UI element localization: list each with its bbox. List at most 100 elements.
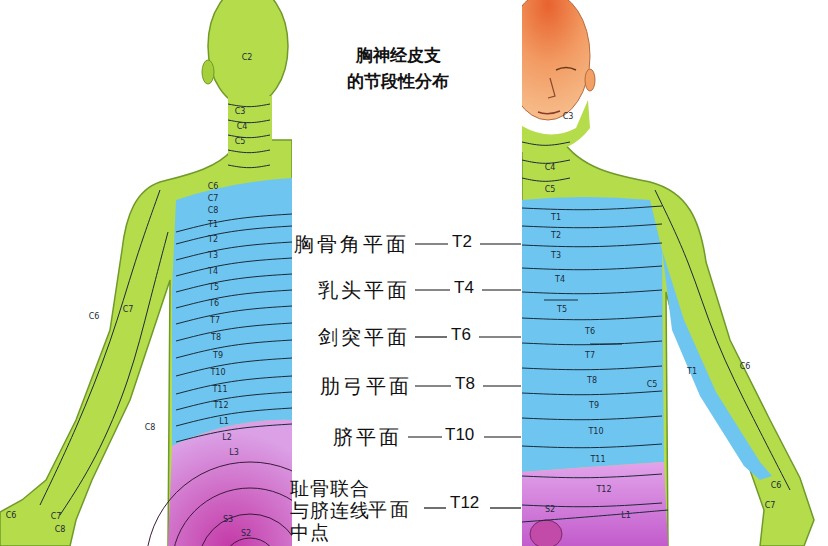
dermatome-line — [522, 160, 570, 163]
dermatome-label: T10 — [210, 369, 225, 377]
label-anchor: T1 — [687, 368, 697, 376]
label-anchor: C3 — [235, 108, 246, 116]
dermatome-line — [176, 226, 292, 244]
label-anchor: T4 — [555, 276, 565, 284]
dermatome-line — [176, 358, 292, 376]
level-name: 耻骨联合 与脐连线 中点 — [290, 477, 380, 543]
label-anchor: C7 — [51, 513, 62, 521]
label-anchor: C2 — [242, 54, 253, 62]
label-anchor: C7 — [208, 195, 219, 203]
dermatome-label: T1 — [687, 368, 697, 376]
label-anchor: T8 — [211, 334, 221, 342]
front-ear — [585, 69, 595, 91]
dermatome-line — [60, 232, 168, 515]
dermatome-label: C8 — [55, 526, 66, 534]
dermatome-line — [176, 340, 292, 358]
dermatome-line — [522, 224, 662, 228]
label-anchor: 平面 — [368, 497, 412, 523]
dermatome-label: T5 — [209, 284, 219, 292]
label-anchor: C5 — [647, 381, 658, 389]
label-anchor: T10 — [210, 369, 225, 377]
segment-number: T10 — [445, 425, 474, 445]
dermatome-label: T11 — [212, 386, 227, 394]
leader-line — [415, 243, 448, 244]
dermatome-label: C5 — [545, 186, 556, 194]
segment-number: T12 — [450, 493, 479, 513]
dermatome-label: C6 — [740, 363, 751, 371]
label-anchor: T10 — [445, 425, 474, 445]
label-anchor: S3 — [223, 516, 233, 524]
dermatome-line — [522, 178, 570, 181]
sacral-ring — [198, 514, 302, 546]
diagram-title: 胸神经皮支 的节段性分布 — [333, 42, 463, 94]
dermatome-label: L3 — [229, 449, 239, 457]
front-arm-zone — [662, 250, 772, 480]
dermatome-label: C7 — [765, 502, 776, 510]
dermatome-line — [176, 392, 292, 410]
dermatome-label: C6 — [771, 482, 782, 490]
back-neck — [228, 96, 272, 156]
dermatome-label: C5 — [235, 138, 246, 146]
leader-line — [408, 436, 442, 437]
dermatome-line — [176, 214, 292, 232]
label-anchor: L1 — [219, 418, 229, 426]
dermatome-line — [176, 376, 292, 394]
label-anchor: T6 — [451, 325, 471, 345]
leader-line — [490, 507, 521, 508]
dermatome-label: T12 — [213, 402, 228, 410]
level-name: 脐平面 — [333, 424, 402, 451]
leader-line — [483, 385, 521, 386]
dermatome-line — [522, 316, 662, 320]
label-anchor: C4 — [237, 123, 248, 131]
dermatome-label: C7 — [208, 195, 219, 203]
dermatome-label: S2 — [545, 506, 555, 514]
label-anchor: 胸骨角平面 — [294, 231, 409, 258]
dermatome-label: T7 — [210, 317, 220, 325]
dermatome-line — [228, 104, 270, 107]
label-anchor: 乳头平面 — [318, 277, 410, 304]
dermatome-label: C5 — [647, 381, 658, 389]
dermatome-line — [522, 503, 662, 507]
dermatome-line — [522, 510, 668, 522]
dermatome-label: C3 — [563, 113, 574, 121]
dermatome-line — [655, 190, 790, 490]
label-anchor: T8 — [455, 374, 475, 394]
back-ear — [202, 60, 214, 84]
dermatome-line — [522, 341, 662, 345]
dermatome-line — [522, 243, 662, 247]
dermatome-line — [40, 190, 160, 505]
segment-number: T4 — [454, 278, 474, 298]
dermatome-label: T4 — [208, 268, 218, 276]
label-anchor: T2 — [551, 232, 561, 240]
front-genital — [530, 520, 562, 546]
dermatome-label: T6 — [209, 300, 219, 308]
level-name: 剑突平面 — [318, 324, 410, 351]
dermatome-label: T3 — [551, 252, 561, 260]
level-name: 乳头平面 — [318, 277, 410, 304]
dermatome-label: C7 — [51, 513, 62, 521]
dermatome-label: C3 — [235, 108, 246, 116]
dermatome-line — [176, 258, 292, 276]
dermatome-label: T11 — [590, 456, 605, 464]
label-anchor: C5 — [235, 138, 246, 146]
dermatome-label: C8 — [145, 424, 156, 432]
dermatome-line — [522, 290, 662, 294]
dermatome-line — [228, 150, 270, 153]
label-anchor: C6 — [89, 313, 100, 321]
label-anchor: T12 — [450, 493, 479, 513]
leader-line — [415, 289, 450, 290]
front-mouth — [538, 111, 560, 114]
label-anchor: T2 — [452, 232, 472, 252]
leader-line — [415, 336, 447, 337]
dermatome-line — [522, 206, 662, 210]
label-anchor: T1 — [208, 221, 218, 229]
label-anchor: C6 — [740, 363, 751, 371]
label-anchor: T5 — [209, 284, 219, 292]
dermatome-line — [522, 391, 662, 395]
label-anchor: 剑突平面 — [318, 324, 410, 351]
dermatome-label: T5 — [557, 306, 567, 314]
center-panel — [292, 0, 522, 546]
title-anchor: 胸神经皮支 的节段性分布 — [333, 42, 463, 94]
dermatome-line — [228, 135, 270, 138]
dermatome-label: T7 — [585, 352, 595, 360]
